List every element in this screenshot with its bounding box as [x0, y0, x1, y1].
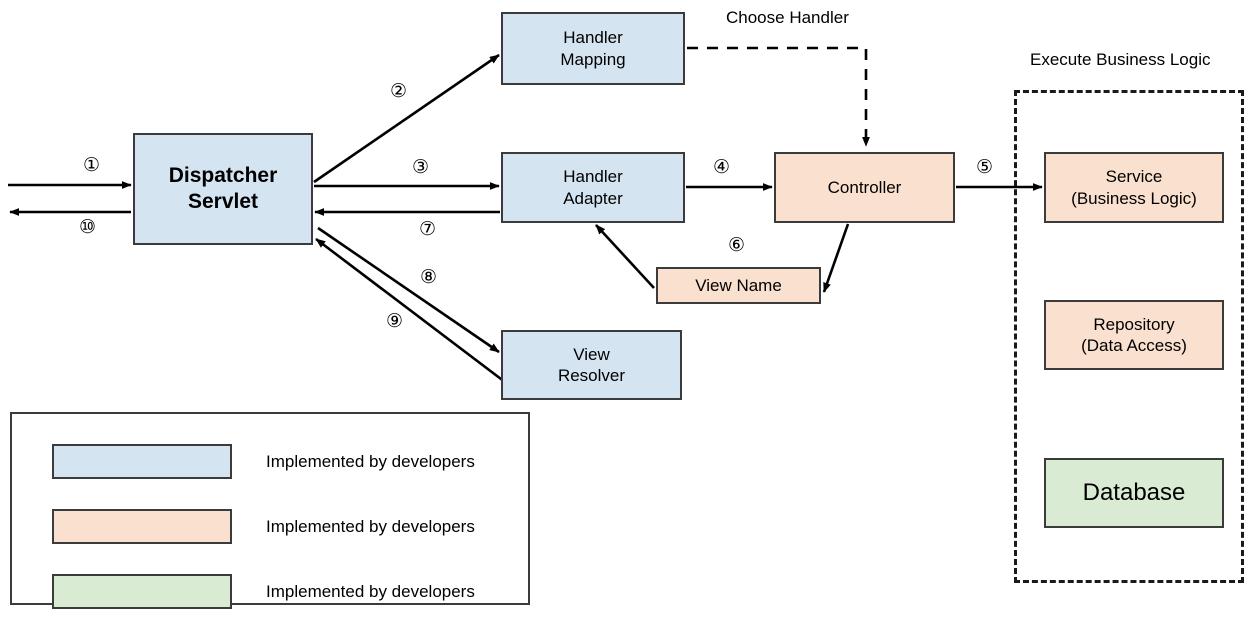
step-number-2: ② [390, 81, 408, 102]
node-handler-mapping[interactable]: Handler Mapping [501, 12, 685, 85]
step-number-8: ⑧ [420, 267, 438, 288]
node-handler-adapter[interactable]: Handler Adapter [501, 152, 685, 223]
node-view-resolver[interactable]: View Resolver [501, 330, 682, 400]
legend-swatch-green [52, 574, 232, 609]
group-execute-business-logic [1014, 90, 1244, 583]
step-number-5: ⑤ [976, 157, 994, 178]
step-number-6: ⑥ [728, 235, 746, 256]
legend-label-orange: Implemented by developers [266, 517, 475, 536]
node-service[interactable]: Service (Business Logic) [1044, 152, 1224, 223]
legend-panel: Implemented by developers Implemented by… [10, 412, 530, 609]
step-number-3: ③ [412, 157, 430, 178]
legend-swatch-orange [52, 509, 232, 544]
arrow-choose-handler [687, 46, 870, 147]
node-dispatcher-servlet[interactable]: Dispatcher Servlet [133, 133, 313, 245]
arrow-step-9 [315, 237, 506, 384]
node-view-name[interactable]: View Name [656, 267, 821, 304]
step-number-10: ⑩ [79, 217, 97, 238]
arrow-step-6 [595, 224, 655, 289]
legend-swatch-blue [52, 444, 232, 479]
step-number-7: ⑦ [419, 219, 437, 240]
step-number-1: ① [83, 155, 101, 176]
node-controller[interactable]: Controller [774, 152, 955, 223]
node-database[interactable]: Database [1044, 458, 1224, 528]
label-execute-business-logic: Execute Business Logic [1030, 50, 1211, 69]
step-number-4: ④ [713, 157, 731, 178]
legend-label-blue: Implemented by developers [266, 452, 475, 471]
legend-label-green: Implemented by developers [266, 582, 475, 601]
label-choose-handler: Choose Handler [726, 8, 849, 27]
arrow-controller-to-view-name [822, 223, 850, 293]
node-repository[interactable]: Repository (Data Access) [1044, 300, 1224, 370]
arrow-step-8 [317, 226, 500, 354]
arrow-step-2 [313, 53, 500, 184]
step-number-9: ⑨ [386, 311, 404, 332]
